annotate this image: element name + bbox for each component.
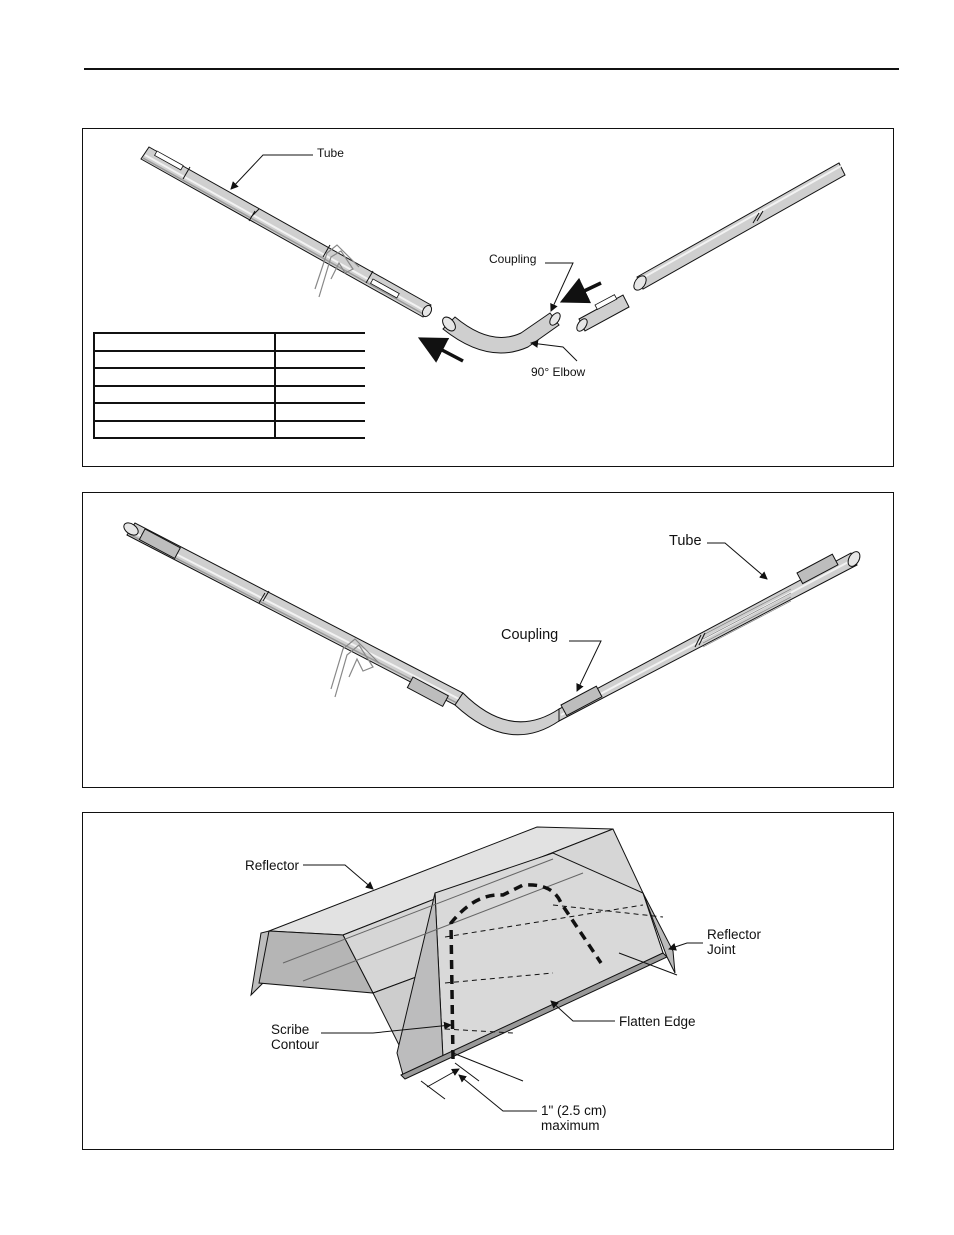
tube-break-mark: [752, 210, 764, 224]
label-reflector-joint-1: Reflector: [707, 927, 762, 942]
leader-arrow-icon: [321, 1021, 452, 1034]
label-tube: Tube: [669, 533, 702, 549]
left-tube: [140, 146, 433, 318]
leader-arrow-icon: [458, 1074, 537, 1112]
exploded-assembly-drawing: [140, 146, 846, 363]
label-coupling: Coupling: [489, 252, 537, 266]
leader-arrow-icon: [230, 154, 313, 190]
direction-arrow-icon: [559, 277, 602, 304]
label-max-1: 1" (2.5 cm): [541, 1103, 607, 1118]
label-flatten-edge: Flatten Edge: [619, 1014, 696, 1029]
table-row: [93, 332, 365, 352]
label-elbow: 90° Elbow: [531, 365, 586, 379]
label-reflector-joint-2: Joint: [707, 942, 736, 957]
label-scribe-contour-2: Contour: [271, 1037, 320, 1052]
dimension-mark: [420, 1062, 480, 1100]
leader-arrow-icon: [569, 640, 602, 692]
table-row: [93, 403, 365, 422]
leader-arrow-icon: [707, 542, 768, 580]
leader-arrow-icon: [303, 864, 374, 890]
elbow-90: [442, 312, 561, 354]
reflector-shape: [250, 826, 678, 1082]
table-row: [93, 368, 365, 387]
label-reflector: Reflector: [245, 858, 300, 873]
assembled-tube-run: [123, 522, 861, 736]
scribe-dashes: [444, 883, 664, 1060]
coupling-part: [576, 294, 630, 332]
table-row: [93, 350, 365, 369]
leader-arrow-icon: [550, 1000, 615, 1022]
direction-arrow-icon: [417, 337, 464, 363]
label-max-2: maximum: [541, 1118, 600, 1133]
figure-exploded-assembly: Tube Coupling 90° Elbow: [82, 128, 894, 467]
label-scribe-contour-1: Scribe: [271, 1022, 310, 1037]
reflector-drawing: [250, 826, 703, 1112]
label-tube: Tube: [317, 146, 344, 160]
leader-arrow-icon: [545, 262, 574, 312]
figure-reflector-cutting: Reflector Reflector Joint Flatten Edge S…: [82, 812, 894, 1150]
assembled-drawing: [123, 522, 861, 736]
table-row: [93, 385, 365, 404]
tube-break-mark: [248, 208, 260, 222]
leader-arrow-icon: [530, 339, 578, 362]
label-coupling: Coupling: [501, 627, 559, 643]
table-row: [93, 420, 365, 439]
spec-table: [93, 332, 365, 439]
figure-assembled: Coupling Tube: [82, 492, 894, 788]
page-header-rule: [84, 68, 899, 70]
leader-arrow-icon: [668, 942, 703, 951]
hanger-outline: [330, 638, 380, 698]
hanger-outline: [314, 244, 360, 298]
right-tube: [633, 162, 846, 291]
